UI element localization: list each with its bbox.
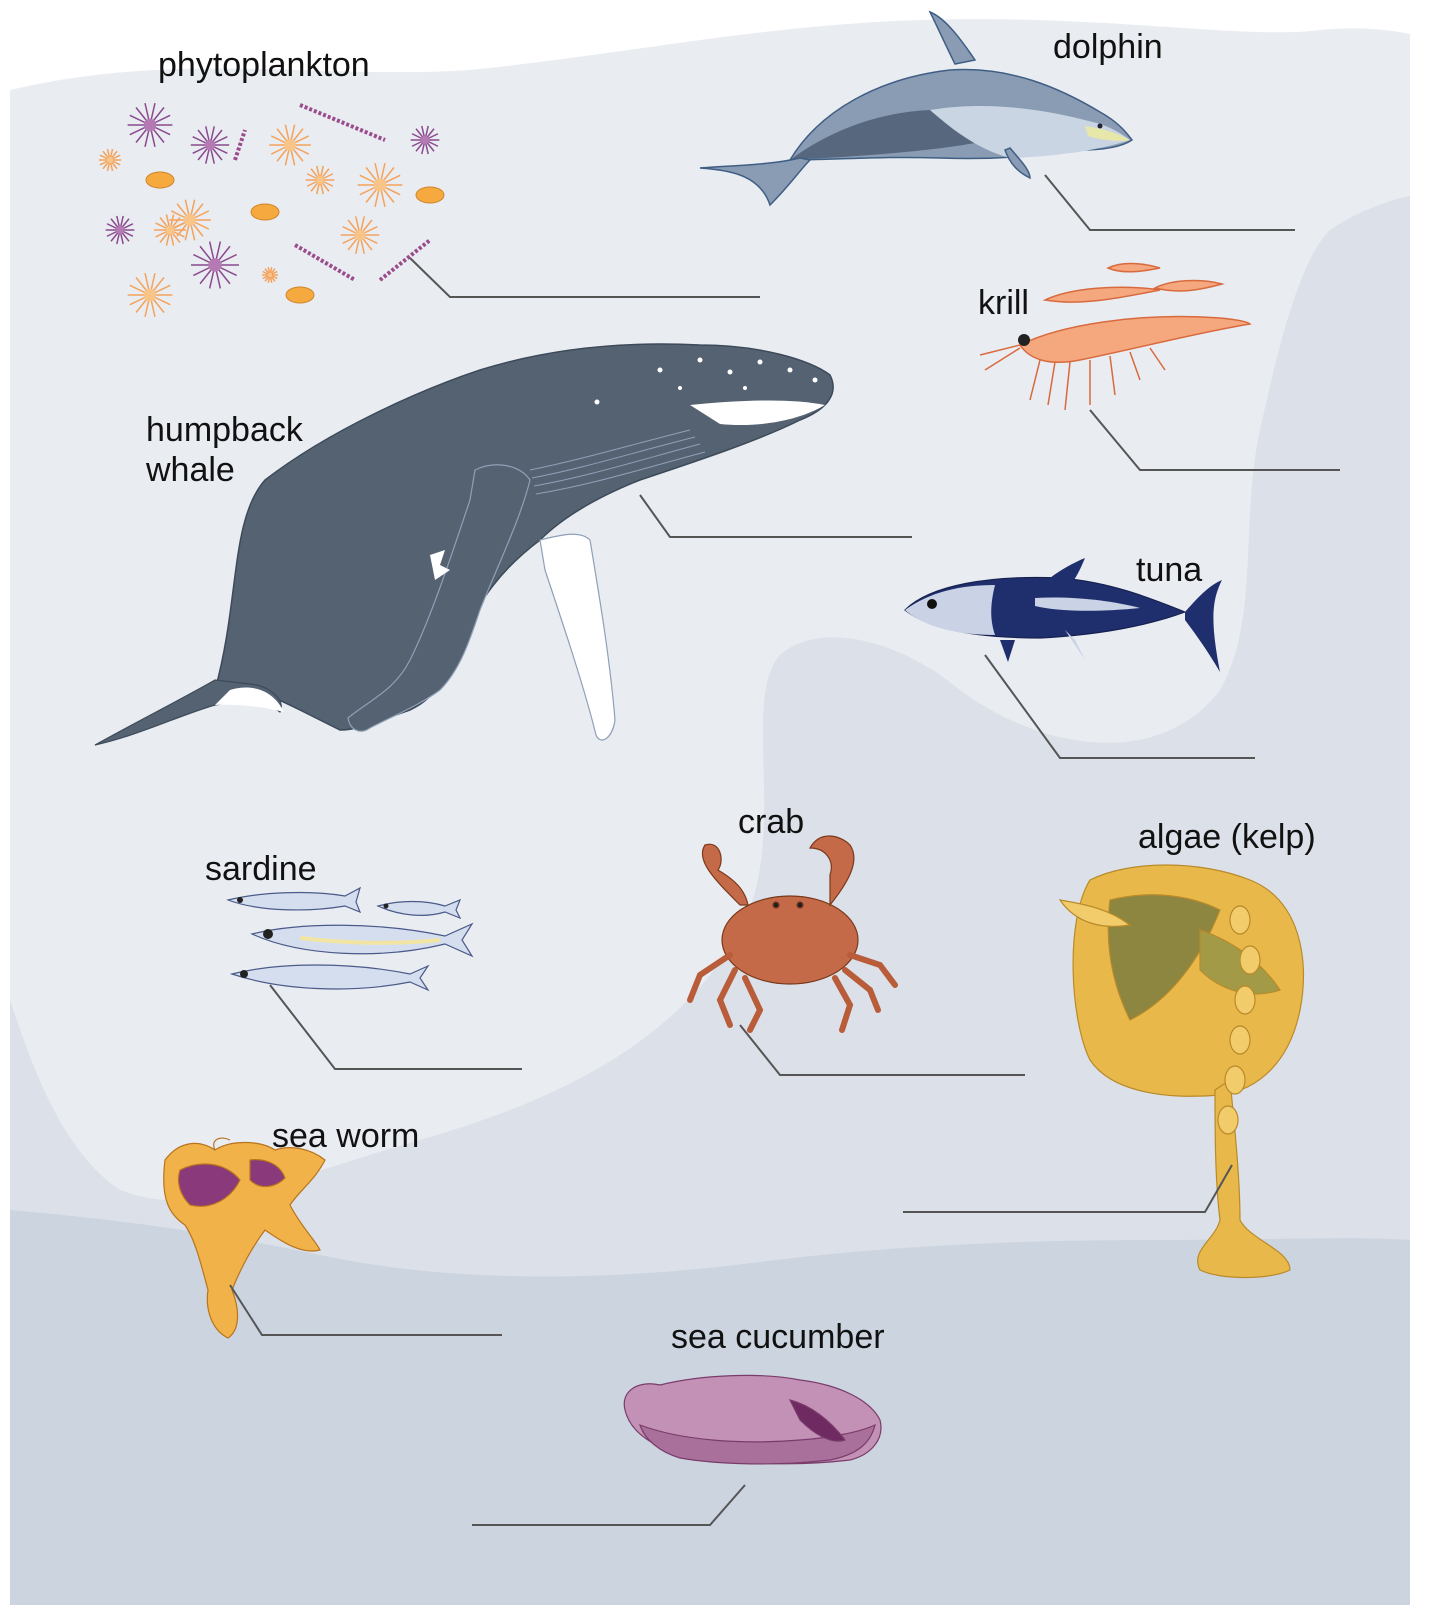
label-sea-worm: sea worm xyxy=(272,1116,419,1156)
label-tuna: tuna xyxy=(1136,550,1202,590)
phytoplankton-cell xyxy=(286,287,314,303)
label-crab: crab xyxy=(738,802,804,842)
label-humpback-whale-line-2: whale xyxy=(146,450,303,490)
label-krill: krill xyxy=(978,283,1029,323)
label-phytoplankton: phytoplankton xyxy=(158,45,370,85)
phytoplankton-cell xyxy=(146,172,174,188)
label-humpback-whale-line-1: humpback xyxy=(146,410,303,450)
label-sardine: sardine xyxy=(205,849,317,889)
phytoplankton-cell xyxy=(251,204,279,220)
label-humpback-whale: humpback whale xyxy=(146,410,303,490)
label-dolphin: dolphin xyxy=(1053,27,1163,67)
label-algae: algae (kelp) xyxy=(1138,817,1316,857)
phytoplankton-cell xyxy=(416,187,444,203)
label-sea-cucumber: sea cucumber xyxy=(671,1317,885,1357)
